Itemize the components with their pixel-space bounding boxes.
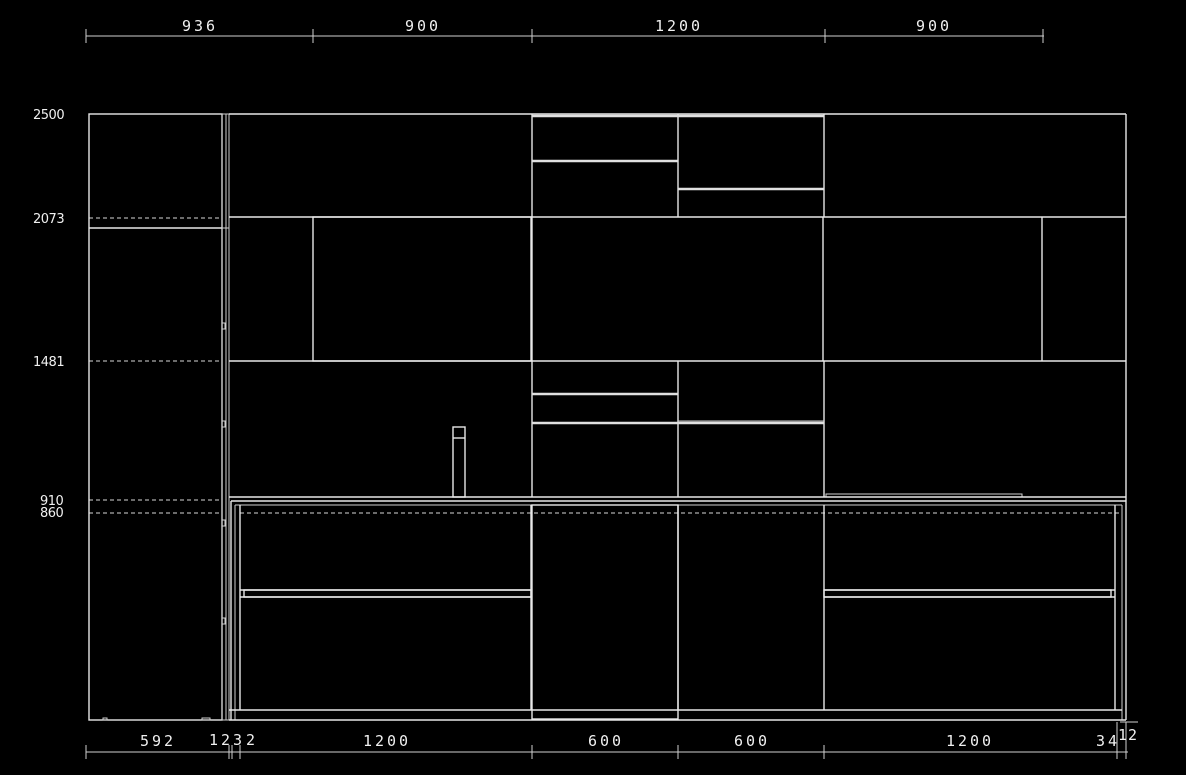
level-2500: 2500: [33, 108, 64, 123]
level-2073: 2073: [33, 212, 64, 227]
level-860: 860: [40, 506, 64, 521]
base-unit-right-drawers: [823, 505, 1116, 710]
bottom-dim-1-right: 1: [1118, 726, 1130, 744]
faucet-icon: [452, 426, 466, 498]
bottom-dim-2-right: 2: [1128, 726, 1140, 744]
base-cabinets: [229, 501, 1126, 721]
bottom-dim-23: 23: [221, 731, 245, 749]
bottom-dim-34: 34: [1096, 732, 1120, 750]
bottom-dim-600-b: 600: [734, 732, 770, 750]
top-dimension-chain: 936 900 1200 900: [85, 17, 1044, 43]
countertop: [229, 496, 1126, 506]
bottom-dimension-chain: 592 1 23 2 1200 600 600 1200 34 1 2: [85, 721, 1140, 759]
bottom-dim-1200-right: 1200: [946, 732, 994, 750]
level-labels: 2500 2073 1481 910 860: [33, 108, 65, 521]
bottom-dim-592: 592: [140, 732, 176, 750]
top-dim-900-right: 900: [916, 17, 952, 35]
base-unit-center: [531, 504, 825, 720]
base-unit-left-drawers: [239, 505, 532, 710]
bottom-dim-600-a: 600: [588, 732, 624, 750]
top-dim-900-left: 900: [405, 17, 441, 35]
upper-cabinets: [531, 114, 825, 217]
bottom-dim-1: 1: [209, 731, 221, 749]
tall-cabinet: [88, 113, 230, 721]
middle-panels: [312, 216, 1043, 362]
bottom-dim-1200-left: 1200: [363, 732, 411, 750]
top-dim-1200: 1200: [655, 17, 703, 35]
level-1481: 1481: [33, 355, 64, 370]
bottom-dim-2: 2: [246, 731, 258, 749]
top-dim-936: 936: [182, 17, 218, 35]
backsplash-section: [452, 361, 1023, 498]
level-910: 910: [40, 494, 64, 509]
level-lines: [89, 217, 1120, 514]
